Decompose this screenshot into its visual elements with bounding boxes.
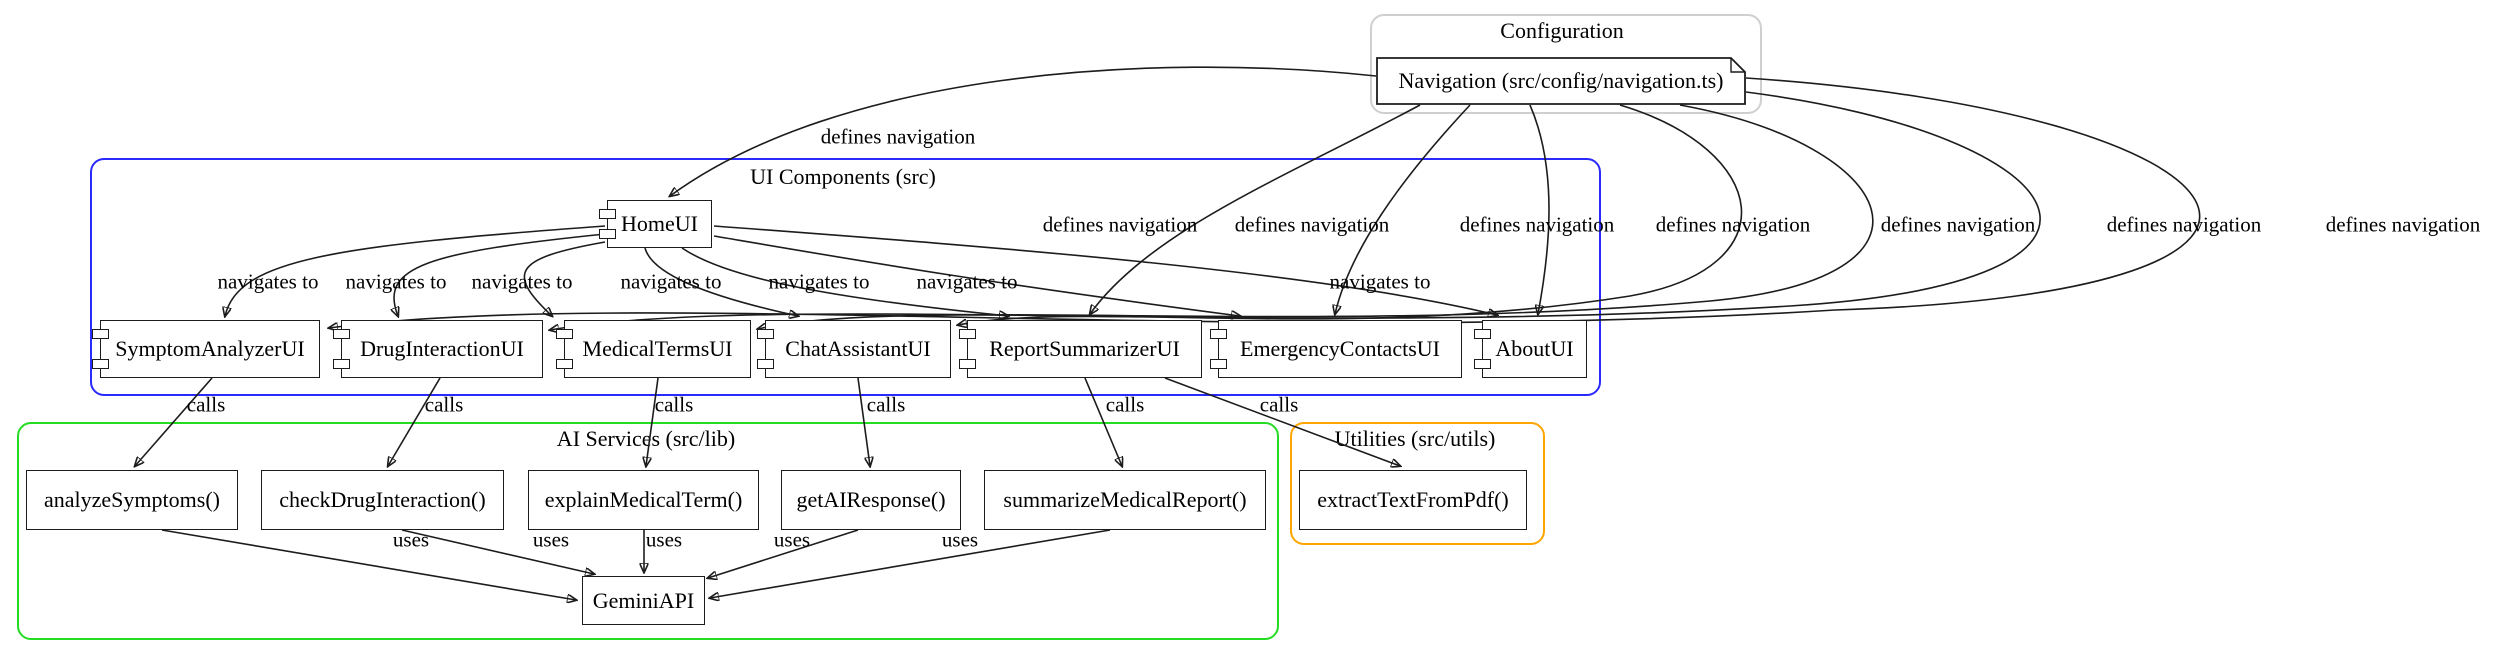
node-summarizemedicalreport: summarizeMedicalReport() — [984, 470, 1266, 530]
edge-label-defines-navigation: defines navigation — [1234, 212, 1390, 237]
edge-summarize-gemini — [710, 529, 1111, 598]
node-aboutui: AboutUI — [1474, 320, 1587, 378]
cluster-ai-services-label: AI Services (src/lib) — [556, 426, 736, 451]
edge-label-uses: uses — [645, 527, 683, 552]
node-homeui: HomeUI — [599, 200, 712, 248]
node-analyzesymptoms: analyzeSymptoms() — [26, 470, 238, 530]
edge-home-chat — [644, 247, 798, 316]
cluster-utilities — [1290, 422, 1545, 545]
edge-label-calls: calls — [1259, 392, 1299, 417]
edge-label-calls: calls — [654, 392, 694, 417]
edge-nav-report — [1090, 104, 1421, 314]
edge-getai-gemini — [708, 529, 859, 578]
edge-drug-check — [388, 377, 441, 466]
edge-label-calls: calls — [866, 392, 906, 417]
cluster-ui-components-label: UI Components (src) — [750, 164, 936, 189]
node-chatassistantui: ChatAssistantUI — [757, 320, 951, 378]
edge-label-uses: uses — [392, 527, 430, 552]
edge-label-defines-navigation: defines navigation — [2325, 212, 2481, 237]
edge-label-calls: calls — [1105, 392, 1145, 417]
node-explainmedicalterm: explainMedicalTerm() — [528, 470, 759, 530]
node-symptomanalyzerui: SymptomAnalyzerUI — [92, 320, 320, 378]
edge-home-drug — [394, 233, 606, 316]
edge-medical-explain — [646, 377, 659, 466]
cluster-configuration — [1370, 14, 1762, 114]
edge-nav-about — [1529, 104, 1550, 314]
edge-nav-home — [670, 66, 1377, 196]
edge-label-navigates-to: navigates to — [471, 269, 573, 294]
edge-label-navigates-to: navigates to — [620, 269, 722, 294]
edge-label-defines-navigation: defines navigation — [2106, 212, 2262, 237]
node-reportsummarizerui: ReportSummarizerUI — [959, 320, 1202, 378]
edge-report-extract — [1164, 377, 1400, 466]
edge-nav-symptom — [329, 77, 2201, 328]
edge-label-uses: uses — [773, 527, 811, 552]
node-navigation-label: Navigation (src/config/navigation.ts) — [1398, 68, 1724, 93]
node-geminiapi: GeminiAPI — [582, 576, 705, 625]
cluster-ai-services — [17, 422, 1279, 640]
edge-nav-emergency — [1335, 104, 1471, 314]
edge-label-navigates-to: navigates to — [1329, 269, 1431, 294]
edge-home-emergency — [713, 235, 1240, 316]
edge-label-uses: uses — [532, 527, 570, 552]
node-medicaltermsui: MedicalTermsUI — [556, 320, 751, 378]
edge-label-calls: calls — [424, 392, 464, 417]
node-getairesponse: getAIResponse() — [781, 470, 961, 530]
edge-label-navigates-to: navigates to — [345, 269, 447, 294]
cluster-ui-components — [90, 158, 1601, 396]
edge-home-medical — [523, 241, 606, 316]
edge-label-defines-navigation: defines navigation — [820, 124, 976, 149]
edge-label-navigates-to: navigates to — [217, 269, 319, 294]
edge-label-defines-navigation: defines navigation — [1655, 212, 1811, 237]
edge-chat-getai — [857, 377, 870, 466]
edge-home-symptom — [225, 225, 606, 316]
note-shape — [1376, 57, 1746, 105]
edge-label-navigates-to: navigates to — [916, 269, 1018, 294]
node-extracttextfrompdf: extractTextFromPdf() — [1299, 470, 1527, 530]
edge-analyze-gemini — [161, 529, 576, 600]
node-navigation: Navigation (src/config/navigation.ts) — [1376, 57, 1746, 105]
edge-label-navigates-to: navigates to — [768, 269, 870, 294]
edge-label-uses: uses — [941, 527, 979, 552]
node-emergencycontactsui: EmergencyContactsUI — [1210, 320, 1462, 378]
edge-check-gemini — [401, 529, 594, 574]
cluster-utilities-label: Utilities (src/utils) — [1334, 426, 1496, 451]
node-checkdruginteraction: checkDrugInteraction() — [261, 470, 504, 530]
edge-label-defines-navigation: defines navigation — [1880, 212, 2036, 237]
edge-home-about — [713, 225, 1497, 315]
edge-report-summarize — [1084, 377, 1122, 466]
edge-label-calls: calls — [186, 392, 226, 417]
cluster-configuration-label: Configuration — [1500, 18, 1624, 43]
node-druginteractionui: DrugInteractionUI — [333, 320, 543, 378]
edge-home-report — [681, 247, 1008, 316]
edge-symptom-analyze — [135, 377, 213, 466]
edge-label-defines-navigation: defines navigation — [1042, 212, 1198, 237]
edge-label-defines-navigation: defines navigation — [1459, 212, 1615, 237]
